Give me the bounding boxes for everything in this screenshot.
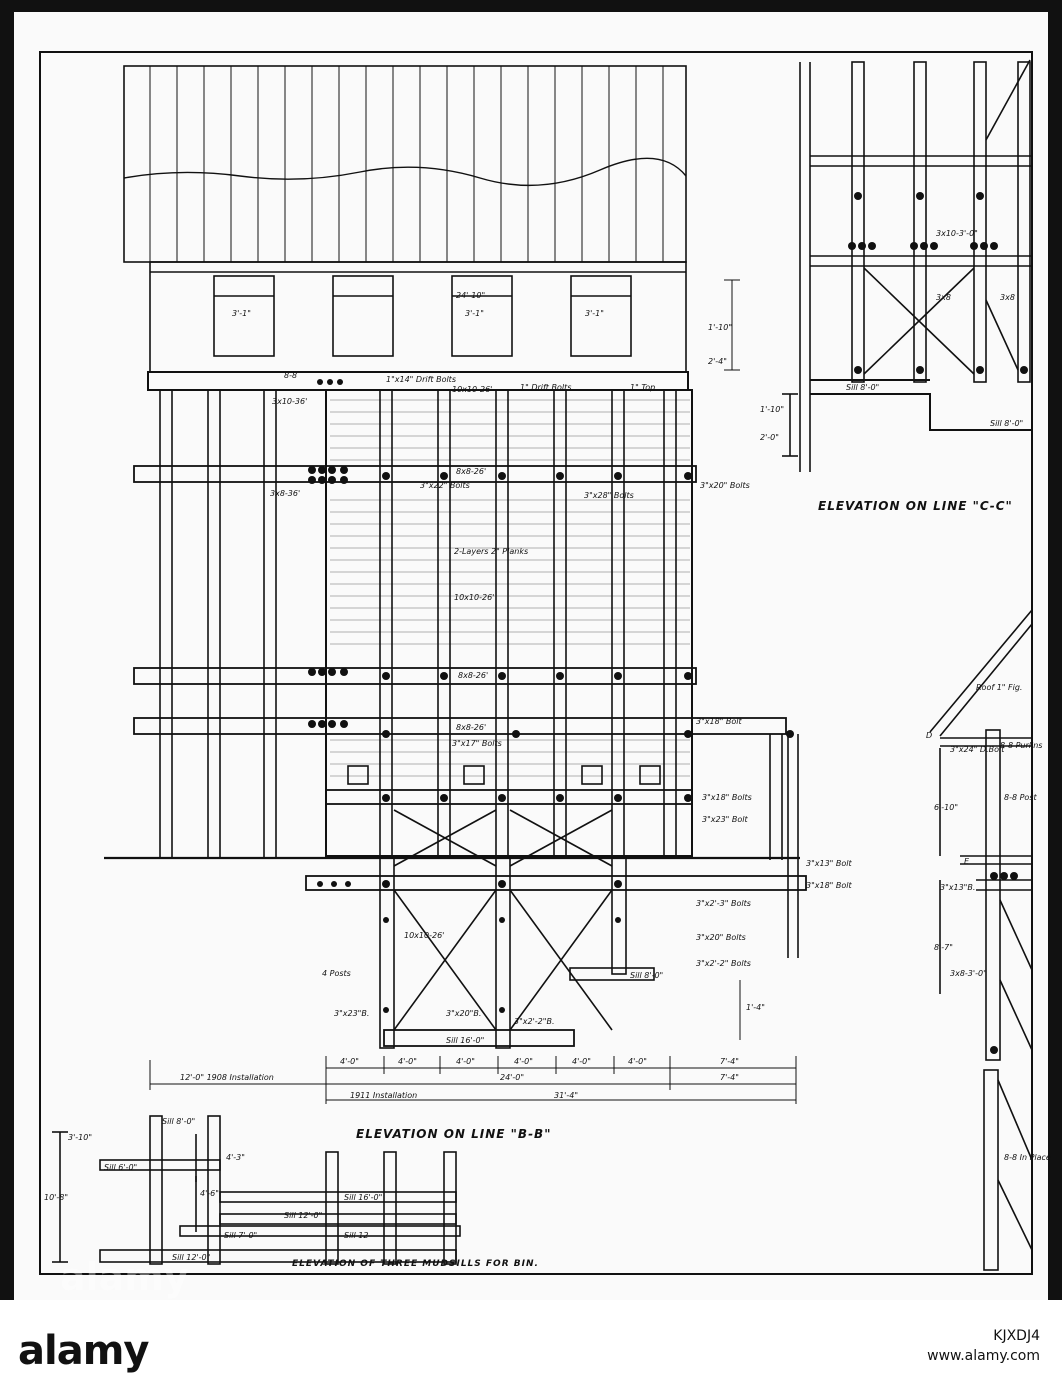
section-detail-right <box>929 609 1033 1271</box>
sill-label: 10'-8" <box>44 1193 68 1202</box>
overall-dim-label: 31'-4" <box>554 1091 578 1100</box>
right-label: 8-8 Post <box>1004 793 1037 802</box>
watermark-logos: alamy <box>60 1255 189 1299</box>
bin-label: 3x8-36' <box>270 489 300 498</box>
lower-label: 4 Posts <box>322 969 351 978</box>
lower-label: 3"x18" Bolts <box>702 793 752 802</box>
top-label: 1"x14" Drift Bolts <box>386 375 456 384</box>
bin-label: 3"x18" Bolt <box>696 717 743 726</box>
bin-label: 3x10-36' <box>272 397 307 406</box>
stock-logo: alamy <box>18 1328 149 1374</box>
dimension-label: 4'-0" <box>456 1057 475 1066</box>
bin-label: 3"x17" Bolts <box>452 739 502 748</box>
lower-label: 3"x23" Bolt <box>702 815 749 824</box>
top-label: 1'-10" <box>708 323 732 332</box>
top-label: 24'-10" <box>456 291 485 300</box>
image-id: KJXDJ4 <box>993 1328 1040 1344</box>
dimension-label: 4'-0" <box>514 1057 533 1066</box>
right-label: 3"x24" D.Bolt <box>950 745 1005 754</box>
cc-label: Sill 8'-0" <box>846 383 879 392</box>
sill-label: Sill 6'-0" <box>104 1163 137 1172</box>
cc-label: 1'-10" <box>760 405 784 414</box>
title-elevation-cc: ELEVATION ON LINE "C-C" <box>818 499 1013 513</box>
sill-label: Sill 12'-0" <box>172 1253 210 1262</box>
bin-label: 3"x20" Bolts <box>700 481 750 490</box>
top-label: 8-8 <box>284 371 297 380</box>
top-label: 3'-1" <box>585 309 604 318</box>
top-label: 2'-4" <box>708 357 727 366</box>
top-label: 10x10-26' <box>452 385 492 394</box>
overall-dim-label: 7'-4" <box>720 1073 739 1082</box>
lower-label: 3"x2'-2" Bolts <box>696 959 751 968</box>
sill-label: Sill 8'-0" <box>162 1117 195 1126</box>
lower-label: Sill 16'-0" <box>446 1036 484 1045</box>
lower-label: 1'-4" <box>746 1003 765 1012</box>
bin-label: 8x8-26' <box>456 467 486 476</box>
engineering-drawing: ELEVATION ON LINE "C-C" ELEVATION ON LIN… <box>0 0 1062 1300</box>
right-label: 8-8 In Place <box>1004 1153 1051 1162</box>
dimension-label: 7'-4" <box>720 1057 739 1066</box>
bin-label: 8x8-26' <box>458 671 488 680</box>
cc-label: 3x10-3'-0" <box>936 229 978 238</box>
lower-label: 3"x2'-3" Bolts <box>696 899 751 908</box>
sill-label: Sill 16'-0" <box>344 1193 382 1202</box>
stock-image-info: KJXDJ4 www.alamy.com <box>927 1326 1040 1366</box>
cc-label: Sill 8'-0" <box>990 419 1023 428</box>
overall-dim-label: 12'-0" 1908 Installation <box>180 1073 274 1082</box>
dimension-label: 4'-0" <box>340 1057 359 1066</box>
lower-label: 10x10-26' <box>404 931 444 940</box>
right-label: 8'-7" <box>934 943 953 952</box>
overall-dim-label: 24'-0" <box>500 1073 524 1082</box>
lower-label: 3"x18" Bolt <box>806 881 853 890</box>
bin-label: 10x10-26' <box>454 593 494 602</box>
dimension-label: 4'-0" <box>398 1057 417 1066</box>
stock-footer: alamy KJXDJ4 www.alamy.com <box>0 1300 1062 1390</box>
stock-url: www.alamy.com <box>927 1348 1040 1364</box>
top-label: 3'-1" <box>232 309 251 318</box>
drawing-border <box>39 51 1033 1275</box>
right-label: Roof 1" Fig. <box>976 683 1022 692</box>
title-mudsills: ELEVATION OF THREE MUDSILLS FOR BIN. <box>292 1259 539 1269</box>
cc-label: 2'-0" <box>760 433 779 442</box>
sill-label: 3'-10" <box>68 1133 92 1142</box>
blueprint-sheet: ELEVATION ON LINE "C-C" ELEVATION ON LIN… <box>0 0 1062 1300</box>
right-label: 3"x13"B. <box>940 883 975 892</box>
overall-dim-label: 1911 Installation <box>350 1091 417 1100</box>
dimension-label: 4'-0" <box>628 1057 647 1066</box>
lower-label: 3"x20"B. <box>446 1009 481 1018</box>
top-label: 1" Drift Bolts <box>520 383 571 392</box>
right-label: E <box>964 857 970 866</box>
cc-label: 3x8 <box>936 293 951 302</box>
title-elevation-bb: ELEVATION ON LINE "B-B" <box>356 1127 551 1141</box>
elevation-cc-detail <box>782 59 1032 472</box>
lower-label: Sill 8'-0" <box>630 971 663 980</box>
watermark-text: alamy <box>60 1255 189 1299</box>
top-label: 3'-1" <box>465 309 484 318</box>
right-label: 3x8-3'-0" <box>950 969 987 978</box>
top-label: 1" Top <box>630 383 655 392</box>
lower-label: 3"x13" Bolt <box>806 859 853 868</box>
sill-label: 4'-6" <box>200 1189 219 1198</box>
sill-label: 4'-3" <box>226 1153 245 1162</box>
lower-label: 3"x23"B. <box>334 1009 369 1018</box>
dimension-label: 4'-0" <box>572 1057 591 1066</box>
right-label: 8-8 Purlins <box>1000 741 1042 750</box>
sill-label: Sill 12'-0" <box>284 1211 322 1220</box>
bin-label: 3"x28" Bolts <box>584 491 634 500</box>
bin-label: 8x8-26' <box>456 723 486 732</box>
cc-label: 3x8 <box>1000 293 1015 302</box>
bin-label: 3"x22" Bolts <box>420 481 470 490</box>
mudsills-elevation <box>52 1115 461 1265</box>
sill-label: Sill 7'-0" <box>224 1231 257 1240</box>
bin-label: 2-Layers 2" Planks <box>454 547 528 556</box>
lower-label: 3"x2'-2"B. <box>514 1017 554 1026</box>
right-label: D <box>926 731 932 740</box>
main-elevation <box>104 65 807 1104</box>
lower-label: 3"x20" Bolts <box>696 933 746 942</box>
sill-label: Sill 12- <box>344 1231 371 1240</box>
right-label: 6'-10" <box>934 803 958 812</box>
